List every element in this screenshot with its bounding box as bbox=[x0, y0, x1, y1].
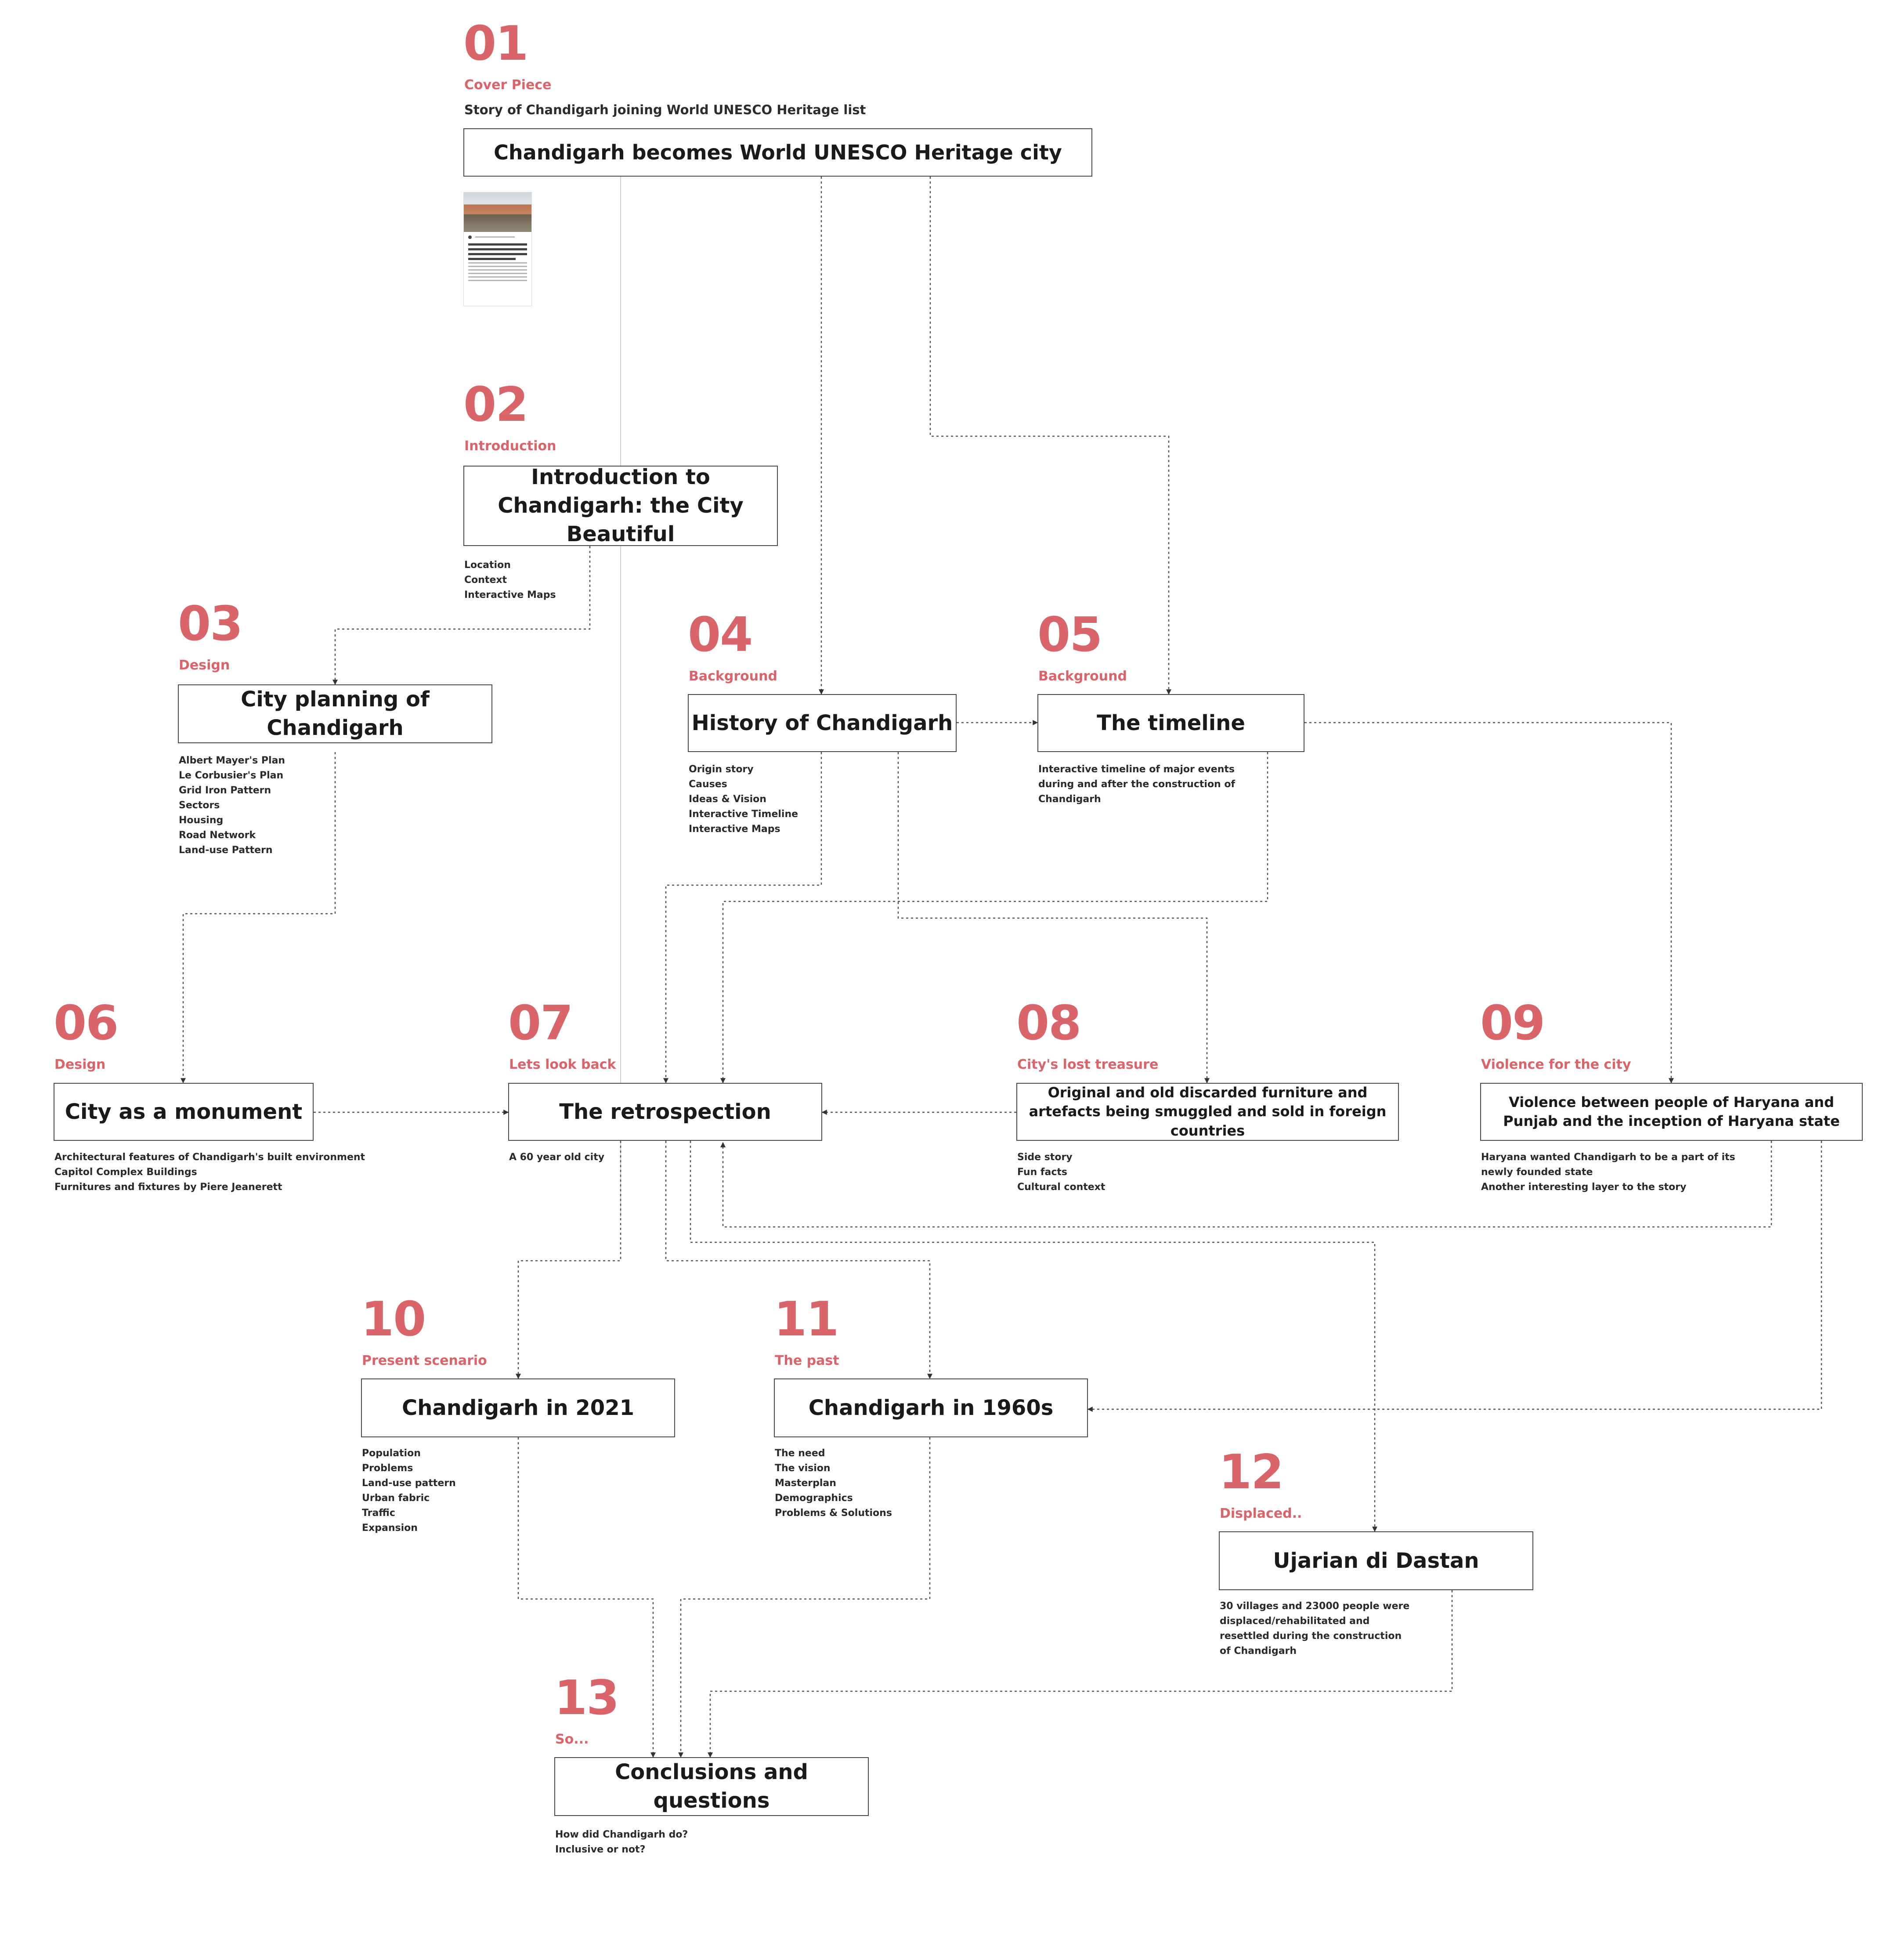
section-number: 04 bbox=[688, 608, 753, 662]
connector-09-07 bbox=[720, 1141, 1772, 1228]
node-card-05[interactable]: The timeline bbox=[1037, 694, 1304, 752]
section-notes: 30 villages and 23000 people were displa… bbox=[1220, 1601, 1410, 1657]
node-card-08[interactable]: Original and old discarded furniture and… bbox=[1016, 1083, 1399, 1141]
connector-04-07 bbox=[663, 752, 822, 1084]
section-label: Cover Piece bbox=[464, 77, 552, 93]
node-card-13[interactable]: Conclusions and questions bbox=[554, 1757, 869, 1816]
node-card-09[interactable]: Violence between people of Haryana and P… bbox=[1480, 1083, 1863, 1141]
section-label: So... bbox=[555, 1732, 589, 1747]
section-label: Background bbox=[689, 669, 777, 684]
connector-05-09 bbox=[1304, 722, 1674, 1084]
section-number: 12 bbox=[1219, 1445, 1284, 1500]
section-label: Lets look back bbox=[509, 1057, 616, 1072]
section-notes: Side story Fun facts Cultural context bbox=[1017, 1152, 1106, 1193]
node-card-04[interactable]: History of Chandigarh bbox=[688, 694, 957, 752]
connector-10-13 bbox=[517, 1437, 656, 1758]
section-notes: Interactive timeline of major events dur… bbox=[1038, 764, 1236, 805]
connector-05-07 bbox=[720, 752, 1268, 1084]
section-number: 10 bbox=[361, 1292, 426, 1347]
section-label: Design bbox=[179, 658, 230, 673]
section-notes: Origin story Causes Ideas & Vision Inter… bbox=[689, 764, 798, 835]
node-card-02[interactable]: Introduction to Chandigarh: the City Bea… bbox=[463, 465, 778, 546]
section-notes: A 60 year old city bbox=[509, 1152, 605, 1163]
connector-11-13 bbox=[678, 1437, 931, 1758]
section-notes: The need The vision Masterplan Demograph… bbox=[775, 1448, 892, 1519]
section-number: 09 bbox=[1480, 996, 1545, 1051]
node-card-03[interactable]: City planning of Chandigarh bbox=[178, 684, 492, 743]
section-number: 01 bbox=[463, 16, 528, 71]
section-notes: How did Chandigarh do? Inclusive or not? bbox=[555, 1829, 688, 1855]
section-label: Background bbox=[1038, 669, 1127, 684]
section-label: Design bbox=[54, 1057, 106, 1072]
section-label: Present scenario bbox=[362, 1353, 487, 1368]
section-subtitle: Story of Chandigarh joining World UNESCO… bbox=[464, 102, 866, 117]
node-card-01[interactable]: Chandigarh becomes World UNESCO Heritage… bbox=[463, 128, 1092, 177]
section-label: Violence for the city bbox=[1481, 1057, 1631, 1072]
section-number: 07 bbox=[508, 996, 573, 1051]
section-label: City's lost treasure bbox=[1017, 1057, 1159, 1072]
node-card-11[interactable]: Chandigarh in 1960s bbox=[774, 1378, 1088, 1437]
section-number: 03 bbox=[178, 597, 243, 651]
node-card-12[interactable]: Ujarian di Dastan bbox=[1219, 1531, 1533, 1590]
section-label: Introduction bbox=[464, 438, 556, 454]
section-number: 06 bbox=[54, 996, 119, 1051]
thumbnail-photo bbox=[464, 192, 531, 232]
section-notes: Albert Mayer's Plan Le Corbusier's Plan … bbox=[179, 755, 285, 856]
node-card-10[interactable]: Chandigarh in 2021 bbox=[361, 1378, 675, 1437]
section-notes: Location Context Interactive Maps bbox=[464, 560, 556, 601]
connector-07-11 bbox=[665, 1141, 932, 1379]
news-article-thumbnail[interactable] bbox=[463, 192, 532, 306]
section-notes: Population Problems Land-use pattern Urb… bbox=[362, 1448, 456, 1534]
section-number: 08 bbox=[1016, 996, 1081, 1051]
section-number: 02 bbox=[463, 377, 528, 432]
connector-12-13 bbox=[708, 1590, 1453, 1758]
connector-03-06 bbox=[181, 752, 336, 1084]
section-number: 13 bbox=[554, 1671, 619, 1726]
section-label: Displaced.. bbox=[1220, 1506, 1302, 1521]
section-notes: Haryana wanted Chandigarh to be a part o… bbox=[1481, 1152, 1735, 1193]
connector-04-08 bbox=[897, 752, 1210, 1084]
node-card-07[interactable]: The retrospection bbox=[508, 1083, 822, 1141]
connector-01-05 bbox=[929, 177, 1171, 695]
section-number: 11 bbox=[774, 1292, 839, 1347]
node-card-06[interactable]: City as a monument bbox=[54, 1083, 314, 1141]
section-notes: Architectural features of Chandigarh's b… bbox=[54, 1152, 365, 1193]
section-number: 05 bbox=[1037, 608, 1102, 662]
section-label: The past bbox=[775, 1353, 839, 1368]
connector-07-10 bbox=[516, 1141, 621, 1379]
